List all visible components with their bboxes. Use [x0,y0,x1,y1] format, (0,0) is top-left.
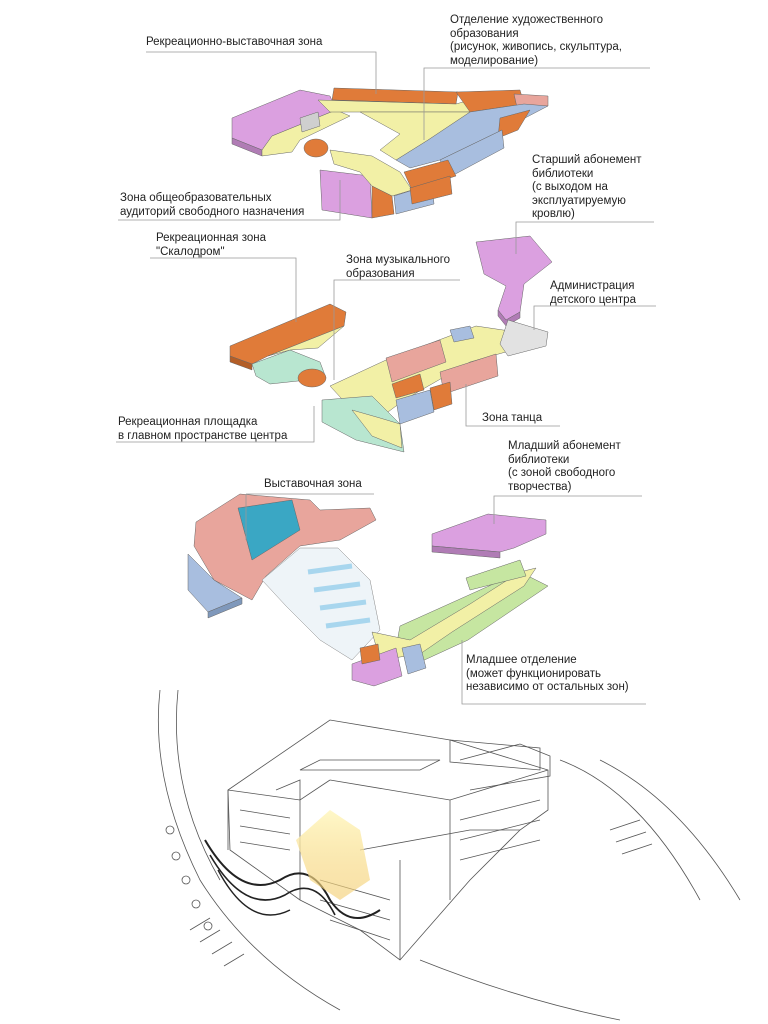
leader-junior-lib [493,495,642,524]
label-general: Зона общеобразовательных аудиторий свобо… [120,192,305,218]
label-junior-lib: Младший абонемент библиотеки (с зоной св… [508,440,621,493]
zone-junior-dept-corridor [371,567,537,661]
label-dance: Зона танца [482,412,543,424]
zone-orange-lower [403,159,457,191]
label-art: Отделение художественного образования (р… [450,14,622,67]
zone-round-orange-2 [297,368,327,388]
zone-admin [499,319,549,357]
label-admin: Администрация детского центра [550,280,636,306]
zone-exhibit-teal [237,499,301,561]
leader-admin [533,305,656,330]
zone-orange-diagonal [497,109,531,139]
leader-climbing [150,257,297,322]
zone-orange-bottom-2 [409,175,453,205]
label-rec-exhibit: Рекреационно-выставочная зона [146,36,323,48]
label-senior-lib: Старший абонемент библиотеки (с выходом … [532,154,642,220]
atrium-glow [296,810,370,900]
zone-climbing-side [229,355,253,371]
zone-round-orange [303,138,329,158]
sketch-lines [158,689,741,1021]
leader-senior-lib [515,221,654,254]
label-climbing: Рекреационная зона "Скалодром" [156,232,266,258]
leader-art [423,67,650,140]
label-junior-dept: Младшее отделение (может функционировать… [466,654,629,693]
zone-blue-2 [395,389,435,425]
label-main-space: Рекреационная площадка в главном простра… [118,416,288,442]
zone-orange-bottom-1 [371,185,395,219]
zone-orange-2a [391,373,425,399]
zone-blue-left-1-side [207,597,243,619]
zone-orange-2b [429,381,453,411]
zone-blue-small-2 [449,325,475,343]
label-music: Зона музыкального образования [346,254,451,280]
leader-junior-dept [461,640,646,705]
zone-junior-orange [359,643,381,665]
atrium-stripes [307,563,371,629]
zone-junior-library-side [431,545,501,559]
zone-junior-blue [401,643,427,675]
leader-dance [465,384,560,427]
zone-junior-pink [351,647,403,687]
leader-rec-exhibit [146,51,377,94]
corridor-left-2 [267,325,345,357]
leader-main-space [116,406,315,443]
atrium-glass [261,547,381,661]
zone-senior-library-side [497,309,521,327]
zone-yellow-bottom-2 [351,409,403,449]
zone-grey-small [299,111,321,133]
zone-music [385,339,447,383]
leader-music [333,279,460,380]
zone-green-top [465,559,527,591]
leader-general [118,180,341,221]
floor-3-blocks [231,87,549,219]
label-exhibit: Выставочная зона [264,478,362,490]
corridor-diagonal [359,111,471,161]
